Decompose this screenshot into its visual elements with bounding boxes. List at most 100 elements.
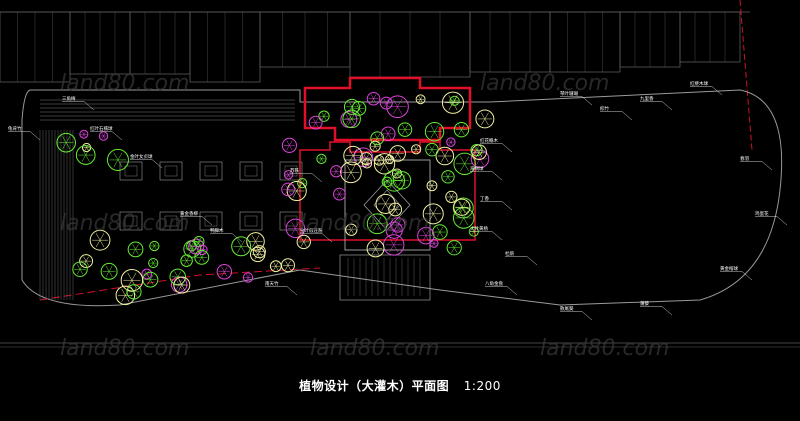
shrub-branch: [352, 155, 357, 163]
shrub-symbol: [453, 122, 470, 138]
shrub-branch: [81, 148, 86, 156]
shrub-symbol: [194, 249, 210, 265]
shrub-branch: [153, 262, 156, 267]
shrub-branch: [289, 140, 293, 146]
shrub-branch: [444, 149, 449, 157]
planter-box-inner: [164, 215, 178, 227]
label-leader: [776, 216, 788, 226]
shrub-symbol: [435, 146, 455, 166]
shrub-symbol: [79, 254, 94, 269]
shrub-branch: [174, 271, 178, 277]
shrub-branch: [254, 249, 258, 255]
drawing-scale: 1:200: [463, 379, 501, 393]
shrub-symbols: [56, 91, 495, 306]
watermark-text: land80.com: [300, 211, 429, 236]
shrub-branch: [420, 96, 423, 100]
shrub-branch: [191, 242, 194, 247]
shrub-symbol: [242, 272, 254, 283]
shrub-branch: [296, 190, 301, 198]
shrub-branch: [397, 219, 401, 226]
shrub-branch: [366, 158, 369, 163]
shrub-branch: [451, 192, 454, 198]
shrub-branch: [175, 279, 180, 285]
shrub-symbol: [373, 153, 396, 175]
shrub-branch: [397, 147, 402, 154]
property-line-east: [739, 0, 753, 151]
shrub-branch: [319, 155, 322, 159]
shrub-branch: [461, 124, 465, 130]
plaza-center-square: [344, 159, 431, 251]
shrub-branch: [83, 131, 86, 135]
shrub-branch: [445, 176, 449, 182]
shrub-branch: [85, 154, 90, 162]
shrub-symbol: [79, 129, 89, 139]
shrub-branch: [384, 178, 388, 183]
shrub-branch: [286, 140, 290, 146]
shrub-symbol: [281, 182, 295, 197]
shrub-branch: [436, 226, 441, 233]
shrub-branch: [287, 260, 291, 266]
shrub-branch: [175, 284, 180, 291]
shrub-branch: [441, 149, 446, 157]
shrub-branch: [471, 228, 475, 232]
plant-label: 大叶黄杨: [470, 225, 488, 232]
shrub-branch: [86, 147, 89, 151]
shrub-branch: [452, 102, 458, 111]
shrub-branch: [393, 99, 398, 107]
shrub-branch: [79, 269, 84, 275]
shrub-symbol: [98, 131, 109, 141]
shrub-branch: [425, 229, 430, 236]
shrub-branch: [429, 182, 433, 186]
shrub-branch: [415, 149, 419, 153]
shrub-branch: [62, 142, 67, 150]
shrub-branch: [394, 209, 398, 215]
shrub-branch: [291, 228, 296, 235]
shrub-branch: [319, 158, 322, 163]
shrub-branch: [415, 145, 419, 150]
shrub-branch: [246, 277, 249, 281]
shrub-branch: [436, 231, 441, 238]
planter-box: [239, 211, 263, 231]
shrub-branch: [108, 271, 113, 277]
shrub-symbol: [197, 244, 208, 255]
plant-label: 黄金榕球: [720, 265, 738, 272]
shrub-branch: [385, 197, 390, 205]
shrub-branch: [433, 213, 438, 221]
shrub-branch: [127, 280, 133, 288]
shrub-symbol: [432, 224, 448, 240]
plant-label: 红叶石楠球: [90, 125, 113, 132]
shrub-branch: [135, 249, 139, 255]
shrub-symbol: [56, 132, 76, 153]
shrub-branch: [295, 221, 300, 229]
plant-label: 琴叶珊瑚: [560, 90, 578, 97]
shrub-branch: [323, 112, 327, 117]
shrub-branch: [397, 153, 402, 159]
shrub-branch: [373, 216, 378, 224]
shrub-branch: [255, 241, 260, 248]
site-outline: [21, 89, 783, 307]
shrub-branch: [374, 133, 378, 139]
shrub-branch: [366, 160, 370, 164]
shrub-branch: [464, 163, 470, 172]
shrub-branch: [65, 136, 71, 143]
shrub-branch: [339, 193, 343, 199]
shrub-symbol: [343, 145, 363, 166]
shrub-branch: [246, 274, 249, 278]
shrub-symbol: [89, 229, 111, 251]
plant-label: 龟背竹: [8, 125, 22, 132]
shrub-branch: [386, 181, 390, 186]
shrub-branch: [125, 295, 130, 302]
shrub-branch: [396, 173, 399, 177]
label-leader: [111, 131, 123, 141]
shrub-branch: [151, 259, 154, 264]
shrub-branch: [359, 150, 364, 158]
watermark-text: land80.com: [540, 336, 669, 361]
shrub-branch: [376, 216, 382, 224]
plant-label: 棕竹: [600, 105, 609, 112]
shrub-symbol: [188, 238, 205, 255]
shrub-branch: [447, 176, 451, 182]
shrub-symbol: [449, 95, 460, 106]
shrub-branch: [473, 228, 476, 232]
shrub-branch: [414, 149, 417, 153]
shrub-symbol: [296, 234, 311, 250]
